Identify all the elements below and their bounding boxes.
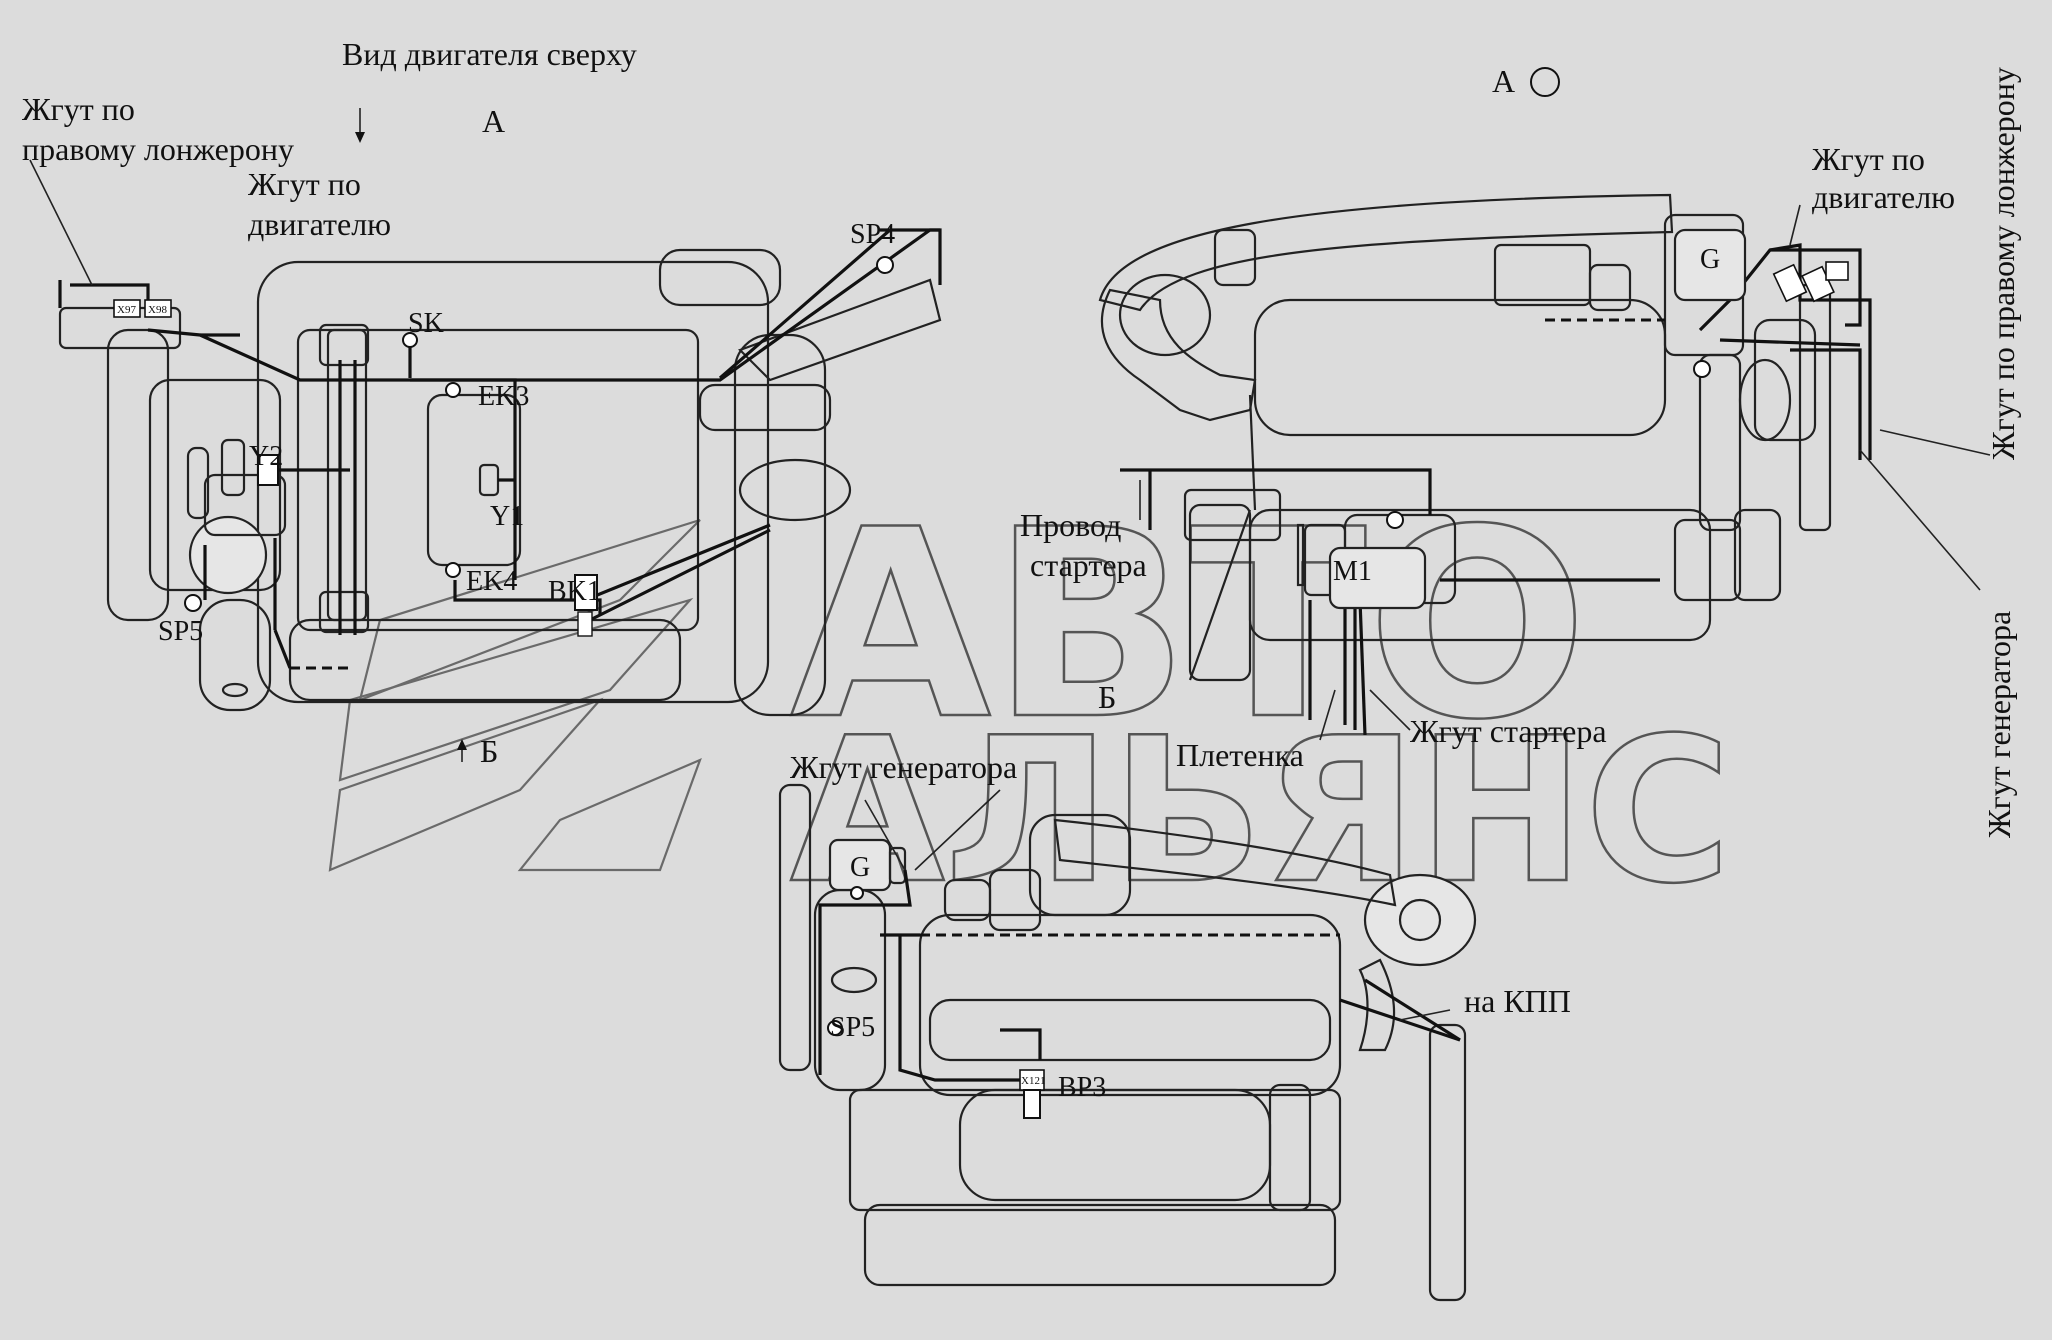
right-starter [1328,511,1427,610]
page-title: Вид двигателя сверху [342,36,637,72]
bottom-connectors: X121 [827,1020,1045,1119]
right-harness-engine-line2: двигателю [1812,179,1955,215]
component-y1: Y1 [490,501,524,532]
connector-x129 [577,611,593,637]
connector-x97-label: X97 [117,304,136,316]
connector-x98 [144,299,172,318]
right-generator [1673,228,1747,378]
bottom-generator [828,838,907,900]
component-sk: SK [408,308,444,339]
bottom-view: X121 Жгут генератора на КПП G SP5 BP3 [778,749,1571,1302]
connector-x98-right [1772,263,1808,303]
left-connectors: X97 X98 [113,299,593,637]
left-arrow-a-label: А [482,103,505,139]
left-view: X97 X98 Вид двигателя сверху А Б Жгут по… [22,36,942,769]
right-harness-engine-line1: Жгут по [1812,141,1925,177]
watermark-logo-icon [328,518,702,872]
bottom-to-gearbox: на КПП [1464,983,1571,1019]
connector-plug-right [1825,261,1849,281]
component-g-right: G [1700,244,1720,275]
right-harness-spar-vertical: Жгут по правому лонжерону [1985,67,2021,460]
component-sp4: SP4 [850,219,895,250]
connector-x97 [113,299,141,318]
component-sp5-left: SP5 [158,616,203,647]
component-g-bottom: G [850,852,870,883]
left-arrow-b-label: Б [480,733,498,769]
component-bk1: BK1 [548,576,601,607]
component-y2: Y2 [249,441,283,472]
view-circle-icon [1530,67,1560,97]
left-wires [29,108,942,762]
left-harness-engine-line1: Жгут по [248,166,361,202]
left-harness-engine-line2: двигателю [248,206,391,242]
right-starter-harness: Жгут стартера [1410,713,1607,749]
right-wires [1120,204,1991,741]
right-engine-body [1098,193,1832,682]
right-arrow-b-label: Б [1098,679,1116,715]
connector-x98-label: X98 [148,304,167,316]
right-braid: Плетенка [1176,737,1304,773]
connector-x121-label: X121 [1021,1075,1045,1087]
component-ek3: EK3 [478,381,529,412]
right-starter-wire-line1: Провод [1020,507,1121,543]
right-view-label: А [1492,63,1515,99]
component-m1: M1 [1333,556,1372,587]
bottom-wires [818,789,1461,1095]
left-harness-right-spar-line2: правому лонжерону [22,131,294,167]
component-ek4: EK4 [466,566,517,597]
right-view: А Жгут по двигателю Жгут по правому лонж… [1020,63,2021,838]
left-components [184,256,894,612]
bottom-engine-body [778,783,1477,1302]
component-bp3: BP3 [1058,1072,1106,1103]
right-starter-wire-line2: стартера [1030,547,1147,583]
component-sp5-bottom: SP5 [830,1012,875,1043]
right-connectors [1772,261,1849,303]
left-harness-right-spar-line1: Жгут по [22,91,135,127]
bottom-harness-generator: Жгут генератора [790,749,1017,785]
right-harness-generator-vertical: Жгут генератора [1981,611,2017,838]
